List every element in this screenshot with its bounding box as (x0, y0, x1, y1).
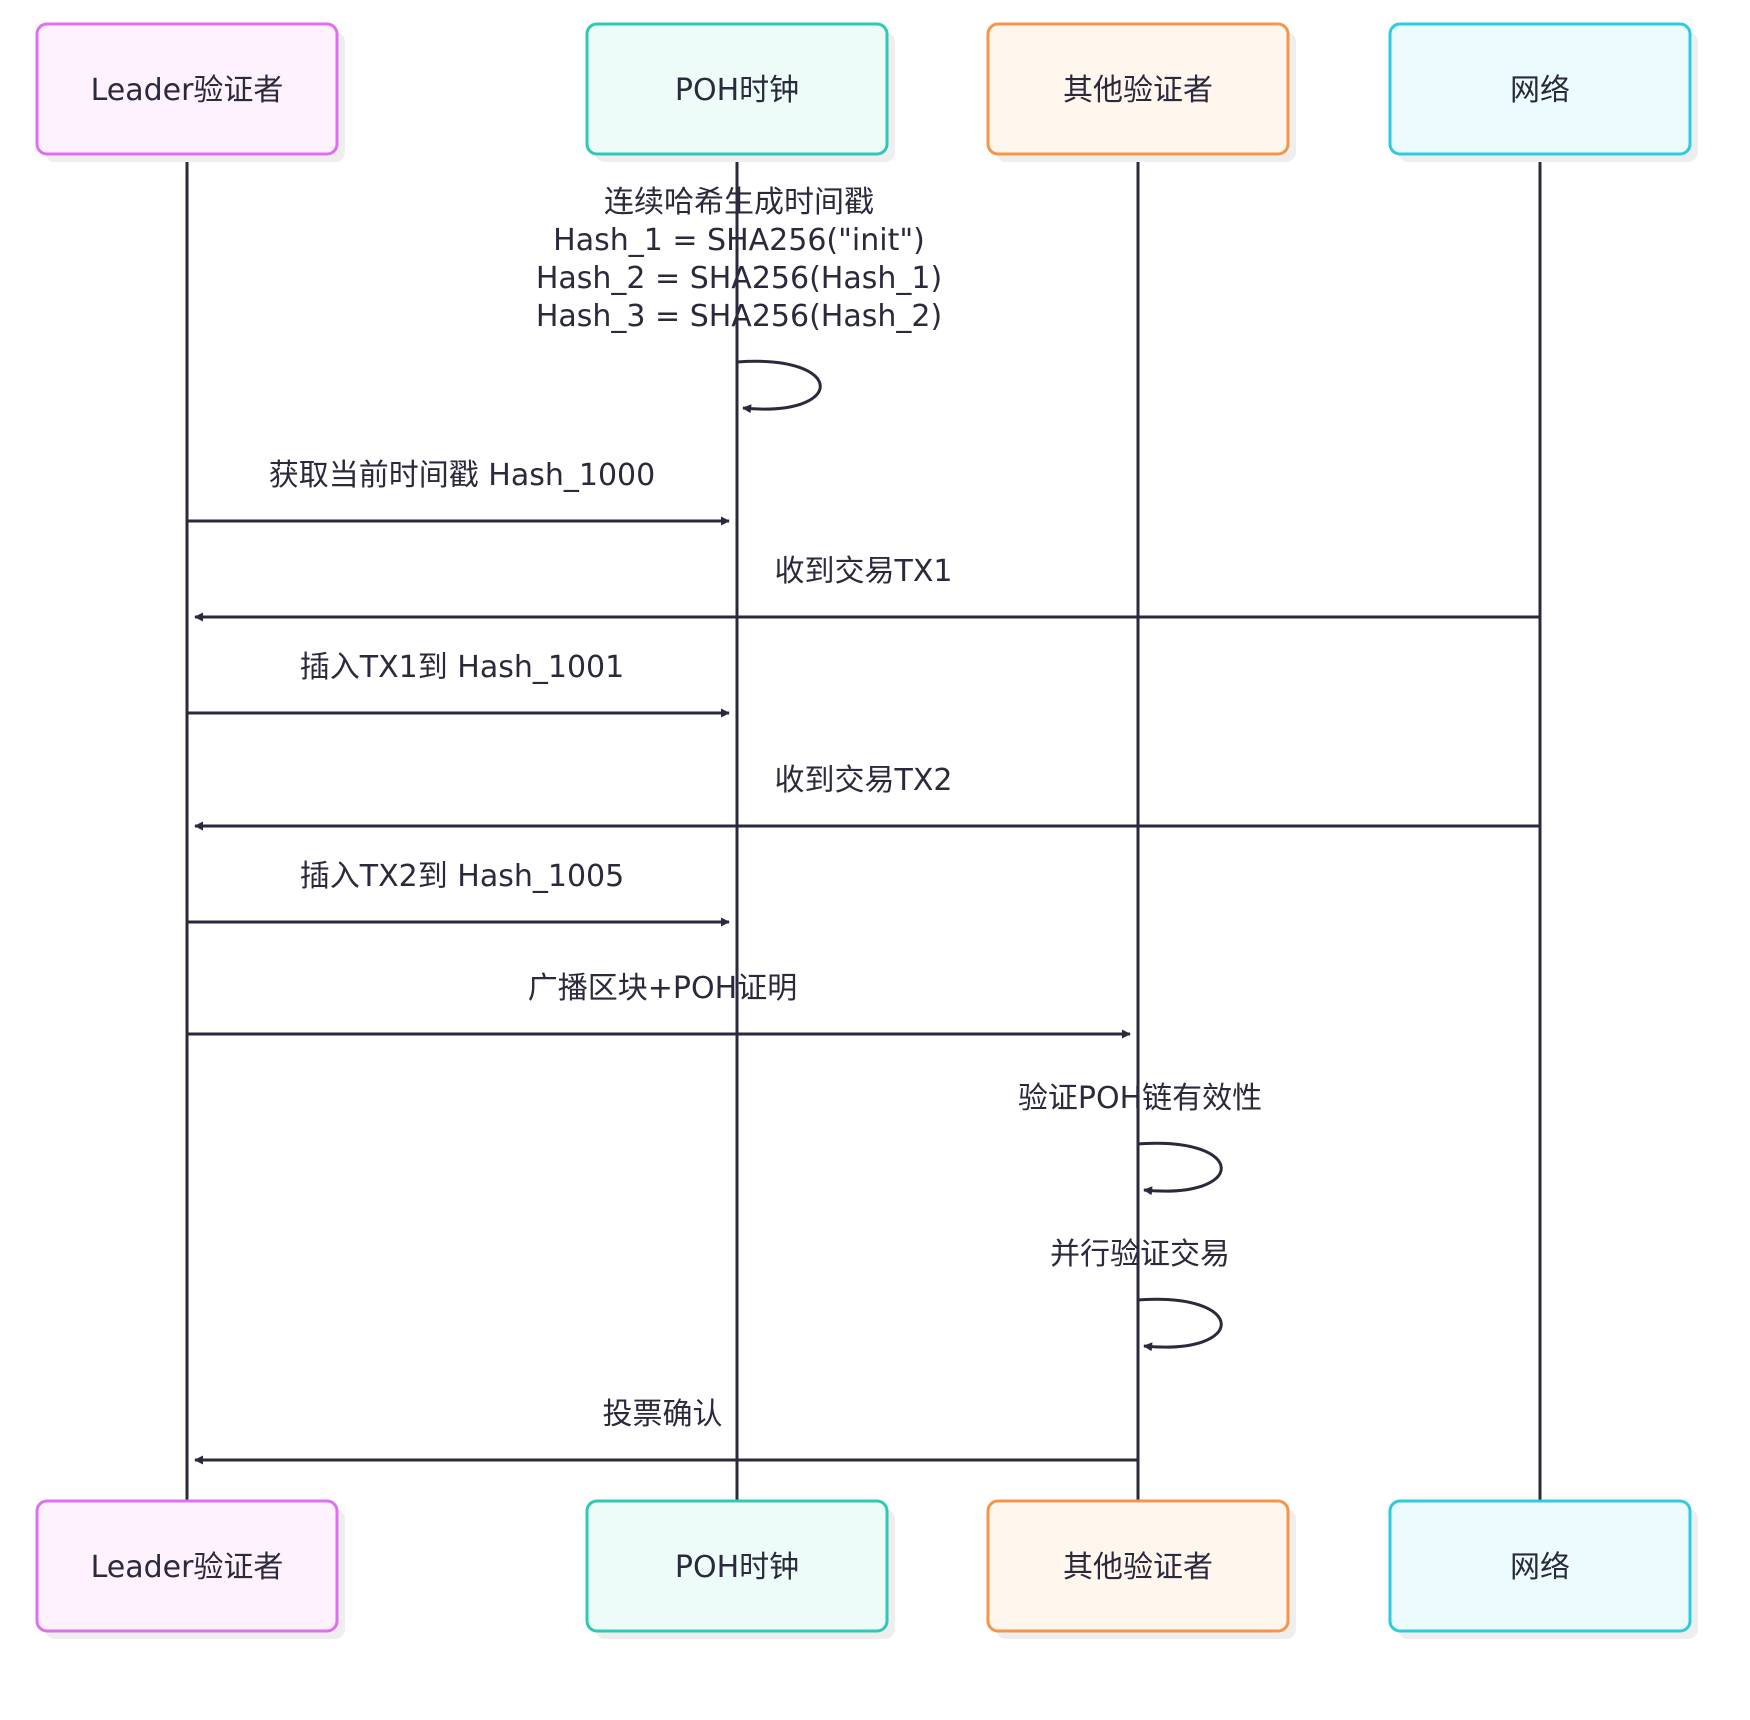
message-8: 验证POH链有效性 (1018, 1081, 1262, 1196)
message-5: 收到交易TX2 (194, 763, 1540, 831)
message-9: 并行验证交易 (1050, 1237, 1230, 1352)
message-label: Hash_3 = SHA256(Hash_2) (536, 299, 942, 334)
actor-box-leader-bottom: Leader验证者 (35, 1499, 345, 1639)
message-4: 插入TX1到 Hash_1001 (187, 650, 730, 718)
message-label: Hash_1 = SHA256("init") (553, 223, 925, 258)
actors-bottom: Leader验证者 POH时钟 其他验证者 网络 (35, 1499, 1698, 1639)
actor-box-network-top: 网络 (1388, 22, 1698, 162)
message-label: 插入TX2到 Hash_1005 (300, 859, 624, 894)
message-label: 获取当前时间戳 Hash_1000 (269, 458, 655, 493)
actor-rect (986, 22, 1290, 156)
actor-box-others-bottom: 其他验证者 (986, 1499, 1296, 1639)
actor-label-others: 其他验证者 (1063, 73, 1213, 108)
message-2: 获取当前时间戳 Hash_1000 (187, 458, 730, 526)
actor-rect (35, 1499, 339, 1633)
actor-label-leader: Leader验证者 (91, 1550, 284, 1585)
actor-box-leader-top: Leader验证者 (35, 22, 345, 162)
message-7: 广播区块+POH证明 (187, 971, 1131, 1039)
actor-rect (986, 1499, 1290, 1633)
actor-label-network: 网络 (1510, 73, 1570, 108)
actor-rect (1388, 22, 1692, 156)
actor-label-leader: Leader验证者 (91, 73, 284, 108)
message-label: 广播区块+POH证明 (528, 971, 797, 1006)
message-label: 收到交易TX1 (775, 554, 953, 589)
message-3: 收到交易TX1 (194, 554, 1540, 622)
actor-rect (1388, 1499, 1692, 1633)
actor-rect (585, 1499, 889, 1633)
actor-label-network: 网络 (1510, 1550, 1570, 1585)
message-6: 插入TX2到 Hash_1005 (187, 859, 730, 927)
actor-box-others-top: 其他验证者 (986, 22, 1296, 162)
message-label: Hash_2 = SHA256(Hash_1) (536, 261, 942, 296)
message-10: 投票确认 (194, 1397, 1138, 1465)
actors-top: Leader验证者 POH时钟 其他验证者 网络 (35, 22, 1698, 162)
actor-label-poh: POH时钟 (675, 1550, 799, 1585)
actor-label-poh: POH时钟 (675, 73, 799, 108)
actor-rect (35, 22, 339, 156)
actor-box-poh-bottom: POH时钟 (585, 1499, 895, 1639)
message-label: 投票确认 (603, 1397, 723, 1432)
self-loop-arrow (1137, 1141, 1223, 1196)
self-loop-arrow (1137, 1297, 1223, 1352)
self-loop-arrow (736, 359, 822, 414)
message-label: 收到交易TX2 (775, 763, 953, 798)
message-label: 插入TX1到 Hash_1001 (300, 650, 624, 685)
actor-box-poh-top: POH时钟 (585, 22, 895, 162)
message-label: 并行验证交易 (1050, 1237, 1230, 1272)
message-label: 验证POH链有效性 (1018, 1081, 1262, 1116)
actor-label-others: 其他验证者 (1063, 1550, 1213, 1585)
message-label: 连续哈希生成时间戳 (604, 185, 874, 220)
actor-rect (585, 22, 889, 156)
actor-box-network-bottom: 网络 (1388, 1499, 1698, 1639)
